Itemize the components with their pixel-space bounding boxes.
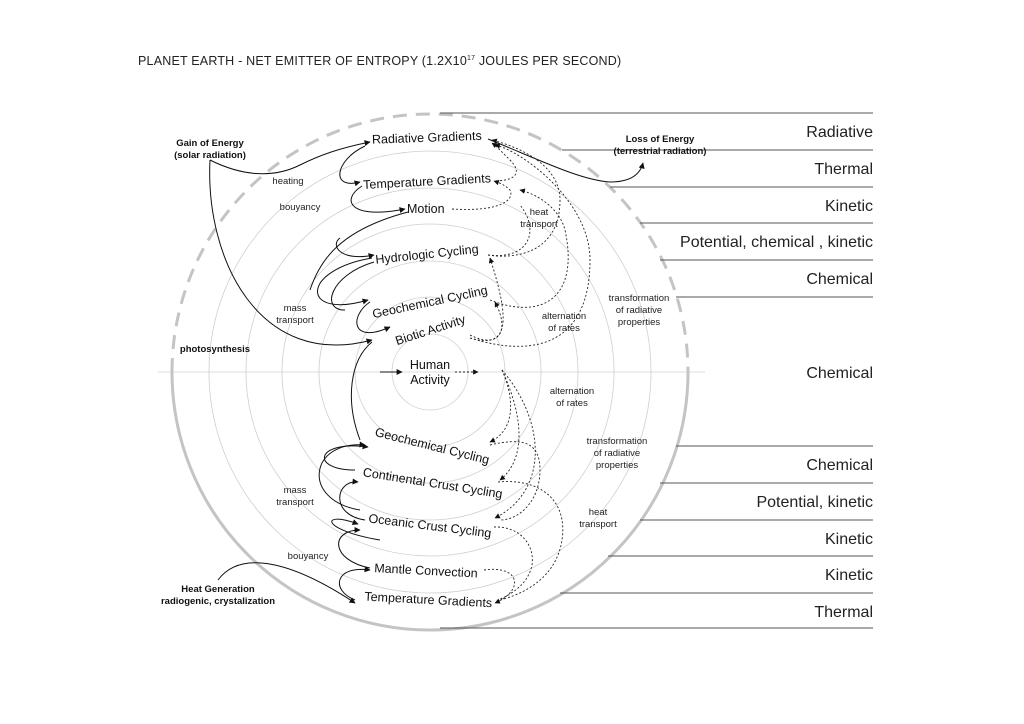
ring-3 <box>318 260 542 484</box>
transformation-label-upper-1: transformation <box>609 293 670 304</box>
node-geochemical-cycling-upper: Geochemical Cycling <box>371 283 489 321</box>
photosynthesis-arrow <box>209 159 373 346</box>
node-oceanic-crust-cycling: Oceanic Crust Cycling <box>368 511 492 540</box>
biotic-arrow <box>356 301 391 334</box>
node-radiative-gradients: Radiative Gradients <box>372 129 482 147</box>
hydro-heat-dotted <box>487 204 531 256</box>
title-suffix: JOULES PER SECOND) <box>475 54 622 68</box>
bouyancy-label-upper: bouyancy <box>280 202 321 213</box>
solid-flow-arrows <box>209 138 645 604</box>
mass-transport-arrow <box>317 257 373 306</box>
dotted-flow-arrows <box>451 138 591 604</box>
title-text: PLANET EARTH - NET EMITTER OF ENTROPY (1… <box>138 54 467 68</box>
band-label-kinetic: Kinetic <box>825 198 873 215</box>
transformation-label-upper-3: properties <box>618 317 660 328</box>
heating-arrow <box>339 145 366 187</box>
heat-transport-label-upper-1: heat <box>530 207 549 218</box>
ring-2 <box>354 296 506 448</box>
mass-transport-arrow-2 <box>331 261 375 311</box>
temp-to-radiative-dotted <box>491 142 517 182</box>
mantle-to-temp-dotted <box>483 568 515 604</box>
transformation-label-lower-2: of radiative <box>594 448 640 459</box>
alternation-label-upper-2: of rates <box>548 323 580 334</box>
photosynthesis-label: photosynthesis <box>180 344 250 355</box>
loss-arrow <box>487 138 645 183</box>
band-label-potential-kinetic: Potential, kinetic <box>756 494 873 511</box>
mantle-arrow <box>338 566 371 601</box>
oceanic-up-arrow <box>338 527 371 569</box>
motion-down-arrow <box>309 211 409 291</box>
hydrologic-arrow <box>335 237 375 260</box>
biotic-to-geo-dotted <box>469 301 503 341</box>
heat-transport-label-upper-2: transport <box>520 219 558 230</box>
ring-5 <box>245 187 615 557</box>
gain-of-energy-sublabel: (solar radiation) <box>174 150 246 161</box>
oceanic-arrow <box>331 518 381 541</box>
geochemical-lower-arrow <box>324 443 369 471</box>
transformation-label-lower-1: transformation <box>587 436 648 447</box>
mass-transport-label-upper-1: mass <box>284 303 307 314</box>
mass-transport-label-upper-2: transport <box>276 315 314 326</box>
heat-generation-arrow <box>217 562 356 604</box>
node-temperature-gradients-upper: Temperature Gradients <box>363 171 491 192</box>
node-mantle-convection: Mantle Convection <box>374 561 478 580</box>
heat-transport-label-lower-1: heat <box>589 507 608 518</box>
node-human-activity-line1: Human <box>410 358 450 372</box>
band-label-chemical-middle: Chemical <box>806 365 873 382</box>
ring-4 <box>281 223 579 521</box>
energy-band-lines <box>440 112 873 629</box>
mass-transport-label-lower-2: transport <box>276 497 314 508</box>
bouyancy-label-lower: bouyancy <box>288 551 329 562</box>
band-label-chemical: Chemical <box>806 271 873 288</box>
band-label-thermal-lower: Thermal <box>814 604 873 621</box>
biotic-down-arrow <box>350 341 373 441</box>
ring-6 <box>208 150 652 594</box>
node-temperature-gradients-lower: Temperature Gradients <box>364 590 492 611</box>
alternation-label-middle-2: of rates <box>556 398 588 409</box>
gain-of-energy-label: Gain of Energy <box>176 138 244 149</box>
node-continental-crust-cycling: Continental Crust Cycling <box>362 465 504 501</box>
diagram-title: PLANET EARTH - NET EMITTER OF ENTROPY (1… <box>138 54 621 68</box>
to-continental-dotted <box>499 369 520 481</box>
node-biotic-activity: Biotic Activity <box>394 312 468 348</box>
alternation-label-upper-1: alternation <box>542 311 586 322</box>
biotic-to-hydro-dotted <box>469 257 504 341</box>
atmosphere-boundary <box>170 112 690 373</box>
transformation-label-upper-2: of radiative <box>616 305 662 316</box>
band-label-kinetic-lower-2: Kinetic <box>825 567 873 584</box>
alternation-label-middle-1: alternation <box>550 386 594 397</box>
heat-transport-label-lower-2: transport <box>579 519 617 530</box>
oceanic-loop <box>493 526 533 601</box>
heat-generation-label: Heat Generation <box>181 584 255 595</box>
heat-generation-sublabel: radiogenic, crystalization <box>161 596 275 607</box>
bouyancy-arrow <box>350 185 406 213</box>
mass-transport-lower-arrow <box>318 441 366 511</box>
continental-arrow <box>339 478 366 521</box>
band-label-chemical-lower: Chemical <box>806 457 873 474</box>
geo-continental-loop <box>489 441 541 521</box>
node-human-activity-line2: Activity <box>410 373 450 387</box>
to-geo-lower-dotted <box>489 369 512 443</box>
transformation-label-lower-3: properties <box>596 460 638 471</box>
solid-earth-boundary <box>170 371 690 632</box>
band-label-thermal: Thermal <box>814 161 873 178</box>
mass-transport-label-lower-1: mass <box>284 485 307 496</box>
continental-heat-loop <box>497 481 564 601</box>
motion-to-temp-dotted <box>451 179 512 210</box>
title-exponent: 17 <box>466 55 476 62</box>
biotic-to-radiative-dotted <box>469 143 591 347</box>
gain-arrow <box>209 140 371 175</box>
heating-label: heating <box>272 176 303 187</box>
band-label-potential-chemical-kinetic: Potential, chemical , kinetic <box>680 234 873 251</box>
loss-of-energy-sublabel: (terrestrial radiation) <box>614 146 707 157</box>
node-motion: Motion <box>407 202 445 216</box>
loss-of-energy-label: Loss of Energy <box>626 134 695 145</box>
band-label-kinetic-lower: Kinetic <box>825 531 873 548</box>
band-label-radiative: Radiative <box>806 124 873 141</box>
node-geochemical-cycling-lower: Geochemical Cycling <box>373 425 490 467</box>
node-hydrologic-cycling: Hydrologic Cycling <box>375 242 479 267</box>
hydro-to-radiative-dotted <box>487 138 561 257</box>
geo-to-heat-dotted <box>489 188 569 308</box>
